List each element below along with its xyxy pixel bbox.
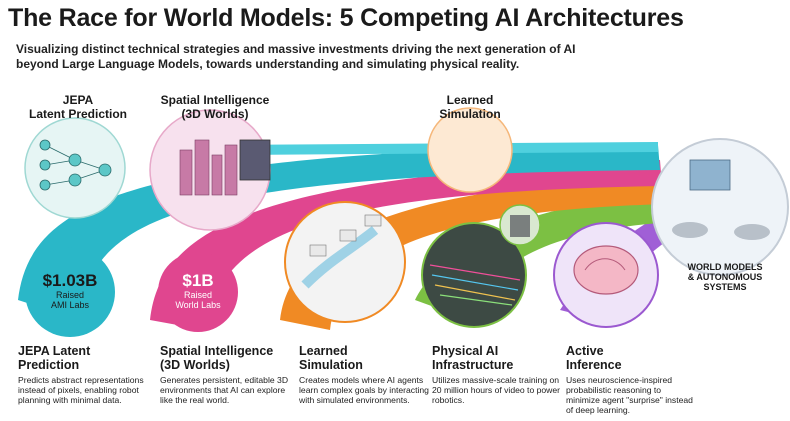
page-subtitle: Visualizing distinct technical strategie… [16,42,576,71]
column-jepa: JEPA Latent Prediction Predicts abstract… [18,344,153,405]
column-description: Utilizes massive-scale training on 20 mi… [432,375,561,405]
ami-labs-sub: Raised AMI Labs [50,290,90,310]
learned-simulation-vignette [427,107,513,193]
column-description: Predicts abstract representations instea… [18,375,144,405]
world-labs-stat-circle [158,252,238,332]
column-active: Active Inference Uses neuroscience-inspi… [566,344,694,415]
world-models-hub-label: WORLD MODELS & AUTONOMOUS SYSTEMS [687,262,763,292]
column-heading: Spatial Intelligence (3D Worlds) [160,344,274,372]
column-heading: Learned Simulation [299,344,363,372]
column-spatial: Spatial Intelligence (3D Worlds) Generat… [160,344,295,405]
column-heading: JEPA Latent Prediction [18,344,91,372]
learned-path-vignette [284,201,406,323]
world-labs-stat: $1B Raised World Labs [163,271,233,311]
column-learned: Learned Simulation Creates models where … [299,344,434,405]
ami-labs-stat: $1.03B Raised AMI Labs [30,271,110,311]
ami-labs-stat-circle [25,247,115,337]
column-physical: Physical AI Infrastructure Utilizes mass… [432,344,567,405]
label-jepa: JEPA Latent Prediction [28,93,127,121]
column-description: Uses neuroscience-inspired probabilistic… [566,375,693,415]
page-title: The Race for World Models: 5 Competing A… [8,4,684,32]
world-labs-sub: Raised World Labs [175,290,221,310]
label-learned: Learned Simulation [439,93,501,121]
column-heading: Physical AI Infrastructure [432,344,514,372]
column-description: Generates persistent, editable 3D enviro… [160,375,289,405]
label-spatial: Spatial Intelligence (3D Worlds) [160,93,270,121]
column-heading: Active Inference [566,344,622,372]
world-models-hub [651,138,789,276]
world-labs-amount: $1B [182,271,214,290]
physical-infra-vignette [421,222,527,328]
ami-labs-amount: $1.03B [42,271,98,290]
column-description: Creates models where AI agents learn com… [299,375,429,405]
